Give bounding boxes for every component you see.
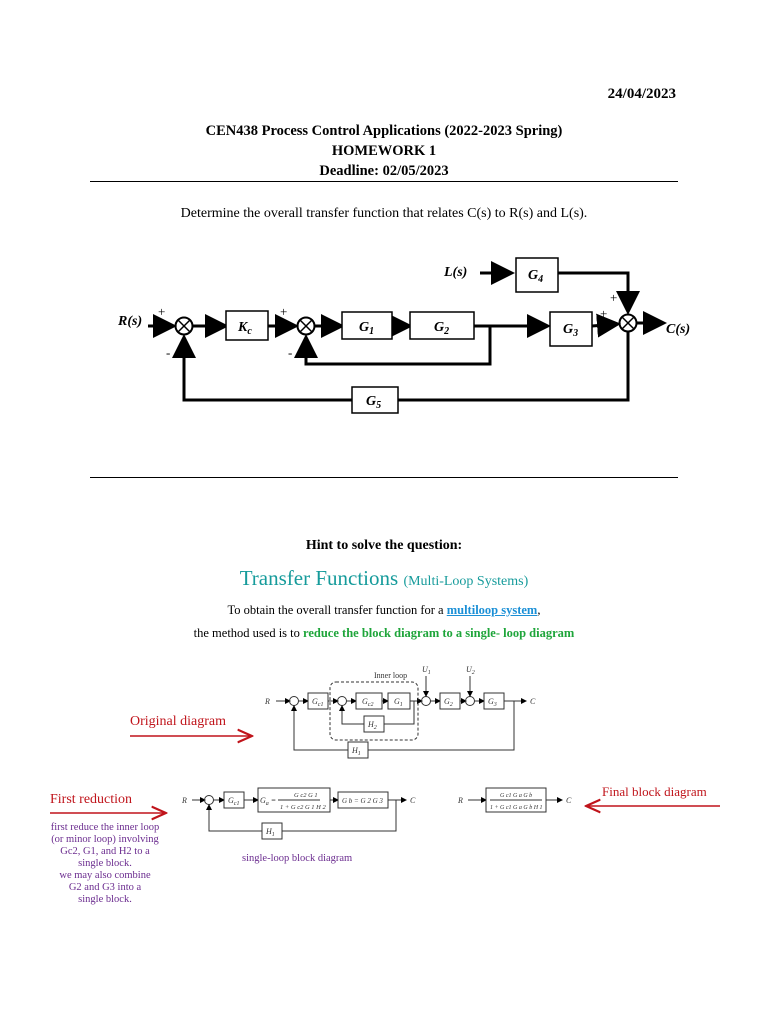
- svg-text:-: -: [166, 345, 170, 360]
- svg-text:U1: U1: [422, 665, 431, 676]
- svg-text:R: R: [264, 697, 270, 706]
- r-label: R(s): [117, 314, 142, 329]
- svg-text:Gc2: Gc2: [362, 697, 373, 708]
- svg-text:G c2 G 1: G c2 G 1: [294, 792, 318, 799]
- svg-text:+: +: [280, 304, 287, 319]
- c-label: C(s): [666, 322, 690, 337]
- svg-text:G5: G5: [366, 394, 381, 411]
- course-title: CEN438 Process Control Applications (202…: [205, 123, 563, 139]
- svg-text:Kc: Kc: [237, 320, 252, 337]
- single-loop-caption: single-loop block diagram: [242, 853, 353, 864]
- svg-text:H1: H1: [351, 746, 361, 757]
- svg-text:G1: G1: [359, 320, 374, 337]
- svg-text:H1: H1: [265, 827, 275, 838]
- g4-block: [515, 257, 559, 293]
- deadline: Deadline: 02/05/2023: [319, 163, 449, 179]
- g1-block: [341, 311, 393, 340]
- transfer-functions-title: Transfer Functions (Multi-Loop Systems): [239, 566, 529, 590]
- svg-text:+: +: [600, 306, 607, 321]
- svg-text:G4: G4: [528, 268, 543, 285]
- svg-text:R: R: [457, 796, 463, 805]
- multiloop-link[interactable]: multiloop system: [446, 603, 538, 617]
- header-rule: [90, 181, 678, 182]
- svg-text:G3: G3: [488, 697, 497, 708]
- svg-text:Gc1: Gc1: [312, 697, 323, 708]
- first-reduction-label: First reduction: [50, 792, 133, 807]
- hint-line-2: the method used is to reduce the block d…: [193, 626, 575, 640]
- svg-text:-: -: [288, 345, 292, 360]
- hint-line-1: To obtain the overall transfer function …: [227, 603, 541, 617]
- first-reduction-note: first reduce the inner loop (or minor lo…: [50, 822, 160, 905]
- svg-text:+: +: [158, 304, 165, 319]
- svg-text:H2: H2: [367, 720, 377, 731]
- svg-text:G3: G3: [563, 322, 578, 339]
- svg-text:Ga =: Ga =: [260, 796, 276, 807]
- svg-text:G2: G2: [434, 320, 449, 337]
- svg-text:G b = G 2 G 3: G b = G 2 G 3: [342, 797, 383, 805]
- homework-title: HOMEWORK 1: [331, 143, 437, 159]
- g5-block: [351, 386, 399, 414]
- svg-text:G2: G2: [444, 697, 453, 708]
- svg-text:R: R: [181, 796, 187, 805]
- g2-block: [409, 311, 475, 340]
- hint-title: Hint to solve the question:: [305, 538, 463, 553]
- svg-text:U2: U2: [466, 665, 475, 676]
- svg-text:1 + G c1 G a G b H 1: 1 + G c1 G a G b H 1: [490, 805, 543, 811]
- original-diagram-label: Original diagram: [130, 714, 227, 729]
- g3-block: [549, 311, 593, 347]
- svg-text:G c1 G a G b: G c1 G a G b: [500, 793, 532, 799]
- svg-text:+: +: [610, 290, 617, 305]
- svg-text:1 + G c2 G 1 H 2: 1 + G c2 G 1 H 2: [280, 804, 326, 811]
- svg-text:C: C: [530, 697, 536, 706]
- svg-text:Gc1: Gc1: [228, 796, 239, 807]
- section-rule: [90, 477, 678, 478]
- date: 24/04/2023: [607, 86, 676, 102]
- kc-block: [225, 310, 269, 341]
- svg-text:C: C: [410, 796, 416, 805]
- svg-text:Inner loop: Inner loop: [374, 671, 407, 680]
- svg-text:G1: G1: [394, 697, 403, 708]
- svg-text:C: C: [566, 796, 572, 805]
- final-diagram-label: Final block diagram: [602, 784, 707, 799]
- question-text: Determine the overall transfer function …: [180, 206, 588, 221]
- l-label: L(s): [443, 265, 467, 280]
